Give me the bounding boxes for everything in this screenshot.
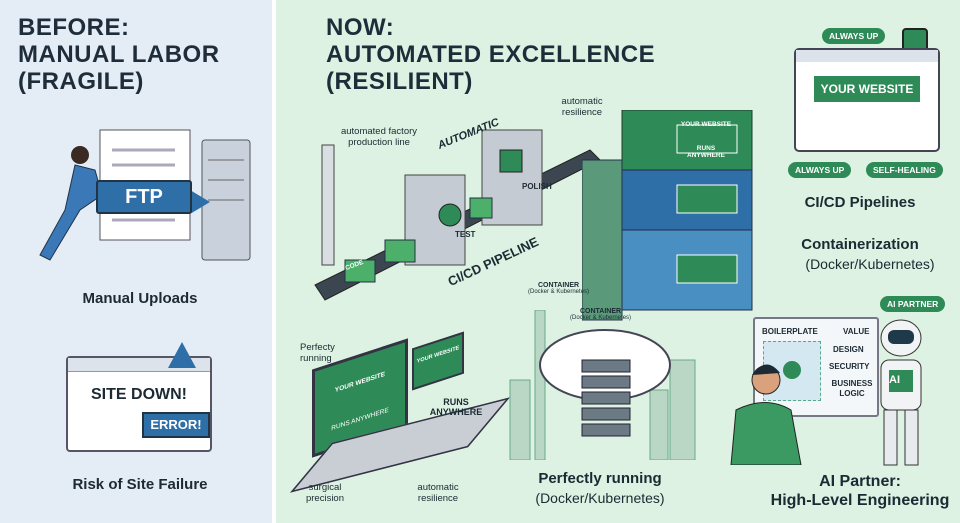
failure-caption: Risk of Site Failure <box>72 476 208 493</box>
cicd-caption: CI/CD Pipelines <box>804 194 916 211</box>
container-stack <box>582 110 753 321</box>
robot-arm-icon <box>321 144 335 266</box>
arrow-icon <box>190 190 210 214</box>
now-title-line: AUTOMATED EXCELLENCE <box>326 41 656 68</box>
code-boxes <box>344 197 493 283</box>
cloud-city-illustration <box>509 310 696 460</box>
polish-label: POLISH <box>522 182 552 191</box>
website-window: YOUR WEBSITE <box>794 48 940 152</box>
factory-note: automated factory production line <box>340 126 418 148</box>
before-title-line: MANUAL LABOR <box>18 41 220 68</box>
container-label: CONTAINER(Docker & Kubernetes) <box>528 282 589 295</box>
design-label: DESIGN <box>833 345 864 354</box>
cloud-caption: Perfectly running <box>538 470 662 487</box>
robot-icon <box>880 319 922 466</box>
boilerplate-label: BOILERPLATE <box>762 327 818 336</box>
now-title-line: (RESILIENT) <box>326 68 473 95</box>
laptop-resilience-note: automatic resilience <box>417 482 459 504</box>
always-up-badge-top: ALWAYS UP <box>822 28 886 44</box>
always-up-badge: ALWAYS UP <box>788 162 852 178</box>
ai-caption-line: AI Partner: <box>819 473 901 490</box>
site-down-text: SITE DOWN! <box>91 386 187 403</box>
before-title-line: BEFORE: <box>18 14 130 41</box>
containerization-caption: Containerization <box>801 236 919 253</box>
ai-caption: AI Partner: High-Level Engineering <box>760 472 960 510</box>
containerization-sub: (Docker/Kubernetes) <box>805 256 935 272</box>
ftp-label: FTP <box>96 180 192 214</box>
robot-chest-label: AI <box>889 374 900 386</box>
container-label-text: CONTAINER <box>579 308 622 315</box>
before-title: BEFORE: MANUAL LABOR (FRAGILE) <box>18 14 220 95</box>
server-stack-icon <box>581 359 631 437</box>
container-sub: (Docker & Kubernetes) <box>528 289 590 295</box>
laptop-website: YOUR WEBSITE <box>334 370 386 395</box>
person-icon <box>730 364 802 465</box>
now-title: NOW: AUTOMATED EXCELLENCE (RESILIENT) <box>326 14 655 95</box>
ai-partner-bubble: AI PARTNER <box>880 296 946 312</box>
warning-icon <box>168 342 196 368</box>
test-label: TEST <box>455 230 476 239</box>
container-sub: (Docker & Kubernetes) <box>570 315 632 321</box>
check-icon <box>783 361 801 379</box>
now-title-line: NOW: <box>326 14 395 41</box>
window-titlebar <box>796 50 938 62</box>
mini-website: YOUR WEBSITE <box>416 345 460 365</box>
runs-anywhere-label: RUNS ANYWHERE <box>429 397 483 417</box>
error-label: ERROR! <box>142 412 210 438</box>
value-label: VALUE <box>843 327 870 336</box>
your-website-banner: YOUR WEBSITE <box>814 76 920 102</box>
value-board: BOILERPLATE VALUE DESIGN SECURITY BUSINE… <box>753 317 879 417</box>
container-label-text: CONTAINER <box>537 282 580 289</box>
self-healing-badge: SELF-HEALING <box>866 162 943 178</box>
person-icon <box>71 146 89 164</box>
business-logic-label: BUSINESS LOGIC <box>831 379 873 398</box>
manual-uploads-caption: Manual Uploads <box>82 290 198 307</box>
surgical-note: surgical precision <box>305 482 345 504</box>
before-title-line: (FRAGILE) <box>18 68 144 95</box>
cloud-sub: (Docker/Kubernetes) <box>535 490 665 506</box>
ai-caption-line: High-Level Engineering <box>770 492 950 509</box>
resilience-note: automatic resilience <box>561 96 603 118</box>
security-label: SECURITY <box>829 362 870 371</box>
container-website: YOUR WEBSITE <box>680 121 732 128</box>
conveyor-illustration <box>314 120 601 301</box>
check-icon <box>438 203 462 227</box>
container-runs: RUNS ANYWHERE <box>687 145 725 159</box>
container-label-2: CONTAINER(Docker & Kubernetes) <box>570 308 631 321</box>
laptop-running-note: Perfecty running <box>300 342 335 364</box>
